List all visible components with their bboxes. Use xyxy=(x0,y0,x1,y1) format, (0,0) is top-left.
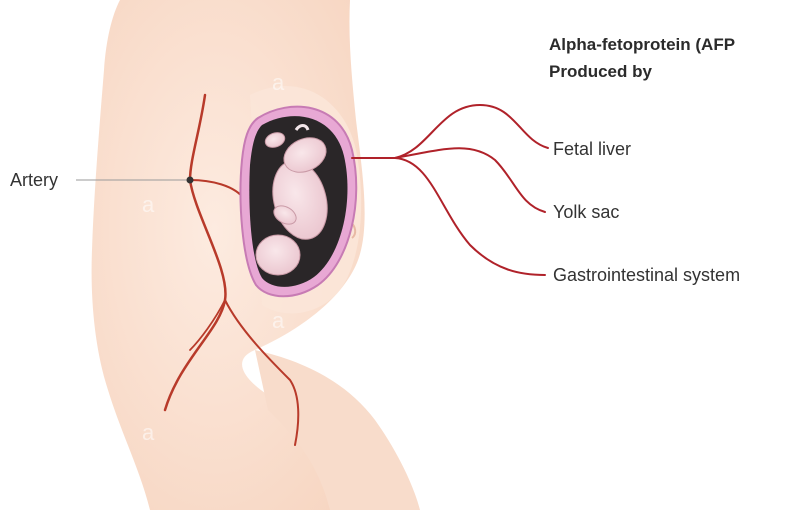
organ-labels: Fetal liver Yolk sac Gastrointestinal sy… xyxy=(553,139,740,285)
branch-to-yolk-sac xyxy=(395,148,545,212)
title-block: Alpha-fetoprotein (AFP Produced by xyxy=(549,35,735,81)
artery-label: Artery xyxy=(10,170,58,190)
watermark: a xyxy=(142,420,155,445)
title-line-2: Produced by xyxy=(549,62,653,81)
fetus-head xyxy=(256,235,300,275)
label-yolk-sac: Yolk sac xyxy=(553,202,619,222)
artery-marker-dot xyxy=(187,177,194,184)
watermark: a xyxy=(272,70,285,95)
watermark: a xyxy=(272,308,285,333)
branch-lines xyxy=(352,105,548,275)
branch-to-gi-system xyxy=(395,158,545,275)
label-fetal-liver: Fetal liver xyxy=(553,139,631,159)
title-line-1: Alpha-fetoprotein (AFP xyxy=(549,35,735,54)
label-gi-system: Gastrointestinal system xyxy=(553,265,740,285)
watermark: a xyxy=(142,192,155,217)
